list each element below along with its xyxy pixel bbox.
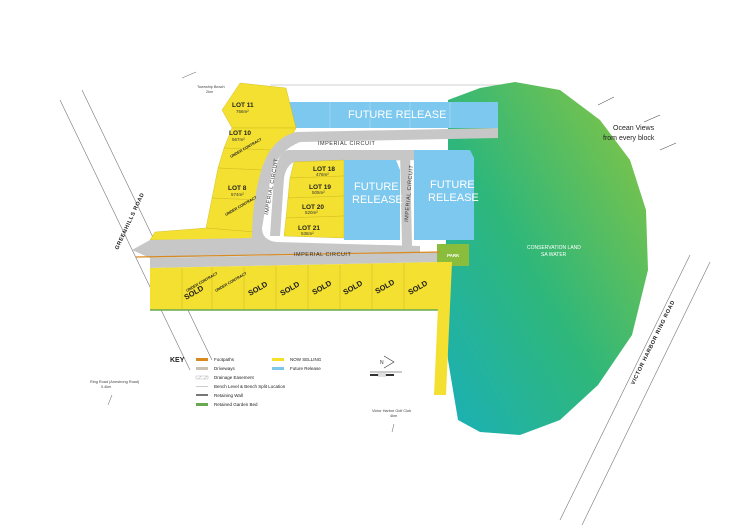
golf-arrow (391, 423, 395, 433)
lot-18-area: 476m² (316, 172, 329, 177)
future-release-top (286, 102, 498, 128)
imperial-circuit-label-top: IMPERIAL CIRCUIT (318, 141, 375, 147)
future-release-right-label-1: FUTURE (430, 179, 475, 191)
imperial-circuit-label-bottom: IMPERIAL CIRCUIT (294, 252, 351, 258)
township-arrow (181, 71, 197, 79)
compass-scale: N (370, 355, 402, 377)
key-label-1: Driveways (214, 366, 236, 371)
ocean-arrows (597, 96, 677, 151)
inner-road-east (400, 150, 412, 246)
lot-18-label: LOT 18 (313, 166, 335, 173)
golf-club-label-2: 4km (390, 414, 397, 418)
key-label-0: Footpaths (214, 357, 235, 362)
key-label-7: Future Release (290, 366, 321, 371)
future-release-top-label: FUTURE RELEASE (348, 109, 446, 121)
imperial-circuit-label-east: IMPERIAL CIRCUIT (404, 164, 415, 222)
conservation-label-1: CONSERVATION LAND (527, 245, 581, 251)
imperial-circuit-road (132, 128, 498, 258)
key-swatch-2 (195, 375, 209, 380)
lot-19-area: 505m² (312, 190, 325, 195)
ocean-views-label-1: Ocean Views (613, 125, 655, 132)
lot-20-label: LOT 20 (302, 204, 324, 211)
key-swatch-1 (196, 367, 208, 370)
key-swatch-0 (196, 358, 208, 361)
key-label-4: Retaining Wall (214, 393, 243, 398)
key-label-6: NOW SELLING (290, 357, 322, 362)
lot-8-label: LOT 8 (228, 185, 247, 192)
southern-lots (150, 262, 440, 311)
compass-north: N (380, 360, 384, 366)
lot-21-area: 536m² (301, 231, 314, 236)
park-label: PARK (447, 253, 460, 258)
township-beach-label-1: Township Beach (197, 85, 225, 89)
ring-road-label-2: 0.4km (101, 385, 111, 389)
park-area (437, 244, 469, 266)
township-beach-label-2: 2km (206, 90, 213, 94)
footpath (135, 251, 441, 258)
key-title: KEY (170, 357, 185, 364)
future-release-middle (344, 160, 400, 240)
greenhills-road-lines (59, 89, 213, 371)
victor-harbor-ring-road-lines (559, 254, 711, 526)
lot-20-area: 520m² (305, 210, 318, 215)
ring-road-arrow (107, 394, 113, 406)
future-release-mid-label-2: RELEASE (352, 194, 403, 206)
lane-strip (434, 262, 452, 395)
future-release-right (414, 150, 474, 240)
lot-11-label: LOT 11 (232, 102, 254, 109)
golf-club-label-1: Victor Harbor Golf Club (372, 409, 411, 413)
lot-10-area: 567m² (232, 137, 245, 142)
key-label-2: Drainage Easement (214, 375, 255, 380)
conservation-label-2: SA WATER (541, 252, 567, 258)
key-label-3: Bench Level & Bench Split Location (214, 384, 286, 389)
future-release-mid-label-1: FUTURE (354, 181, 399, 193)
lot-10-label: LOT 10 (229, 130, 251, 137)
ring-road-label-1: Ring Road (Armstrong Road) (90, 380, 140, 384)
key-swatch-5 (196, 403, 208, 406)
key-label-5: Retained Garden Bed (214, 402, 258, 407)
lot-19-label: LOT 19 (309, 184, 331, 191)
key-swatch-7 (272, 367, 284, 370)
ocean-views-label-2: from every block (603, 135, 655, 142)
greenhills-road-label: GREENHILLS ROAD (114, 192, 146, 251)
lot-11-area: 766m² (236, 109, 249, 114)
future-release-right-label-2: RELEASE (428, 192, 479, 204)
conservation-land (444, 82, 648, 435)
key-swatch-4 (196, 394, 208, 396)
key-swatch-6 (272, 358, 284, 361)
lot-21-label: LOT 21 (298, 225, 320, 232)
lot-8-area: 574m² (231, 192, 244, 197)
main-entry-road (150, 252, 440, 268)
